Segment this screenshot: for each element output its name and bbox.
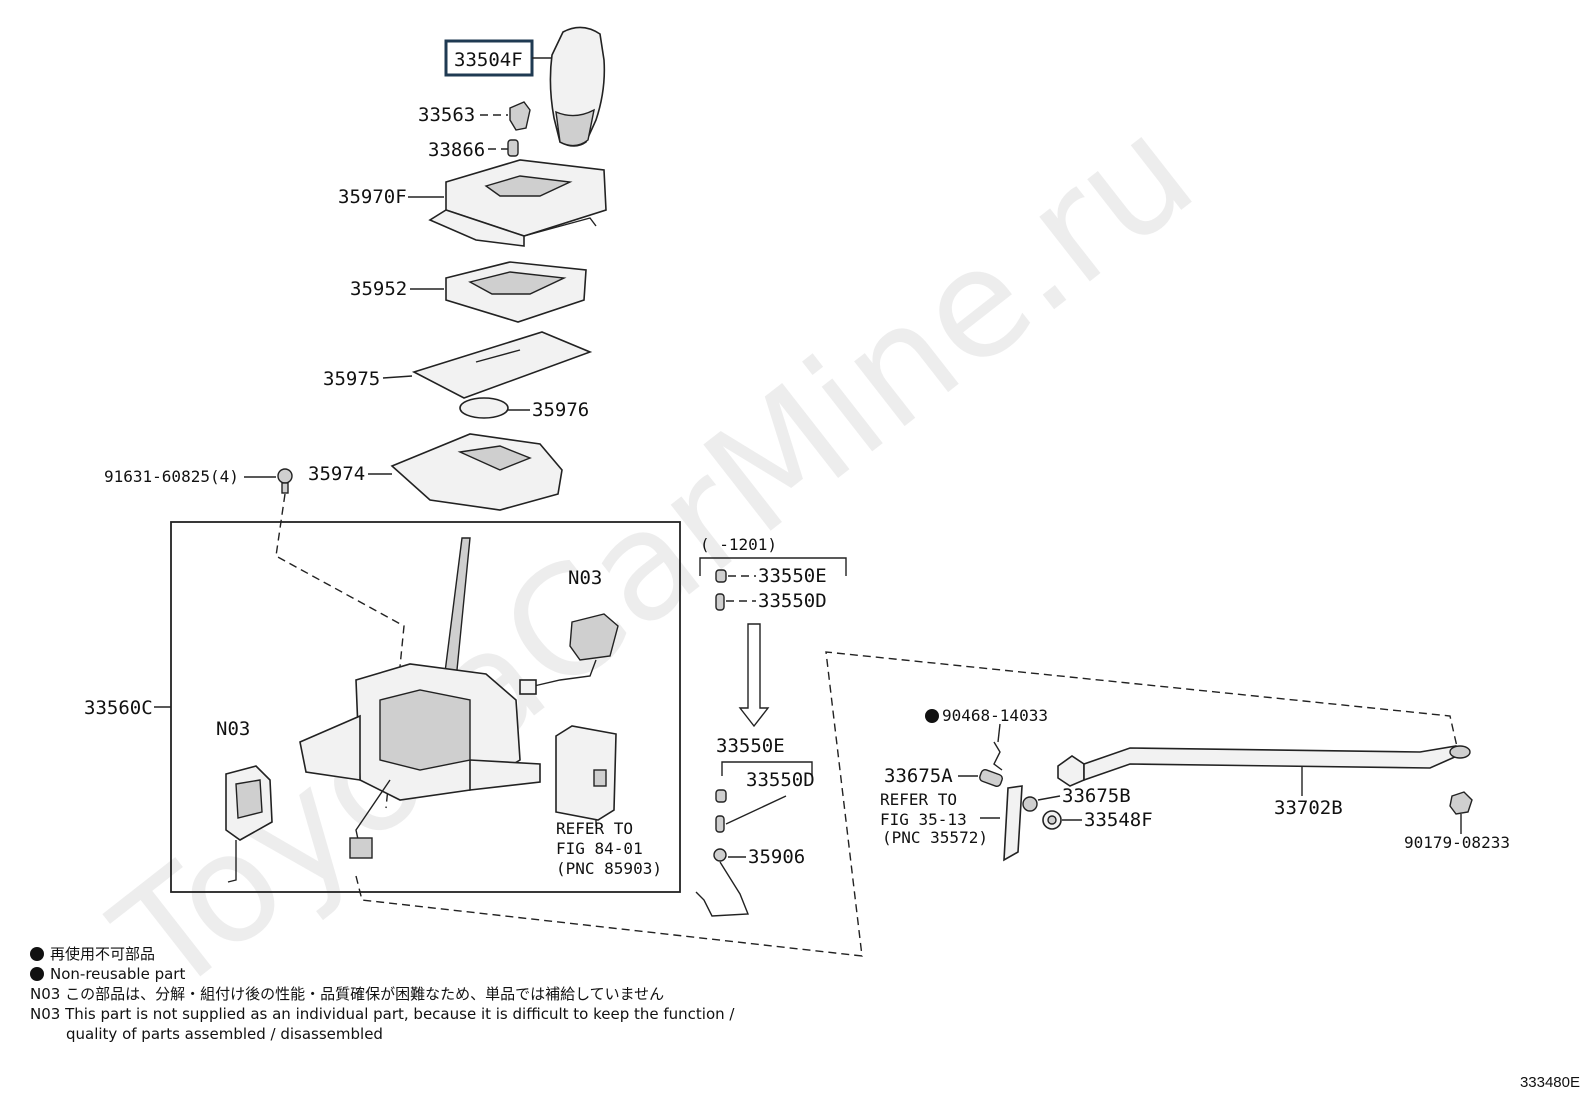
part-33675B-bushing[interactable] xyxy=(1022,796,1038,812)
note-n03-en-2: quality of parts assembled / disassemble… xyxy=(66,1025,383,1043)
lever-arm[interactable] xyxy=(1003,785,1023,862)
label-33560C[interactable]: 33560C xyxy=(84,697,153,719)
refer-35572-line2: FIG 35-13 xyxy=(880,810,967,829)
part-33548F-bushing[interactable] xyxy=(1042,810,1062,830)
note-n03-jp: N03 この部品は、分解・組付け後の性能・品質確保が困難なため、単品では補給して… xyxy=(30,985,665,1003)
part-35906-sensor[interactable] xyxy=(695,848,750,917)
label-33504F[interactable]: 33504F xyxy=(454,49,523,71)
label-33563[interactable]: 33563 xyxy=(418,104,475,126)
part-35976-disc[interactable] xyxy=(459,397,509,419)
part-33550E-top[interactable] xyxy=(715,569,727,583)
date-range: ( -1201) xyxy=(700,535,777,554)
label-33675A[interactable]: 33675A xyxy=(884,765,953,787)
label-n03-top[interactable]: N03 xyxy=(568,567,602,589)
label-33548F[interactable]: 33548F xyxy=(1084,809,1153,831)
watermark: ToyotaCarMine.ru xyxy=(84,84,1225,1028)
label-n03-left[interactable]: N03 xyxy=(216,718,250,740)
part-35952-plate[interactable] xyxy=(445,261,587,323)
label-35952[interactable]: 35952 xyxy=(350,278,407,300)
label-33550E-bottom[interactable]: 33550E xyxy=(716,735,785,757)
refer-85903-line1: REFER TO xyxy=(556,819,633,838)
nonreusable-dot-icon xyxy=(30,947,44,961)
label-33866[interactable]: 33866 xyxy=(428,139,485,161)
label-35970F[interactable]: 35970F xyxy=(338,186,407,208)
n03-switch-left[interactable] xyxy=(225,765,273,883)
note-nonreusable-jp: 再使用不可部品 xyxy=(30,944,850,964)
refer-85903-line2: FIG 84-01 xyxy=(556,839,643,858)
refer-85903-line3: (PNC 85903) xyxy=(556,859,662,878)
note-nonreusable-en: Non-reusable part xyxy=(30,964,850,984)
notes-block: 再使用不可部品 Non-reusable part N03 この部品は、分解・組… xyxy=(30,944,850,1044)
control-module-85903[interactable] xyxy=(555,725,617,821)
part-35974-housing[interactable] xyxy=(390,433,563,511)
refer-35572-line1: REFER TO xyxy=(880,790,957,809)
label-33702B[interactable]: 33702B xyxy=(1274,797,1343,819)
part-35970F-indicator-cover[interactable] xyxy=(428,159,607,247)
label-33550E-top[interactable]: 33550E xyxy=(758,565,827,587)
part-33675A-pin[interactable] xyxy=(979,769,1004,788)
label-90179-08233[interactable]: 90179-08233 xyxy=(1404,833,1510,852)
arrow-down xyxy=(738,623,770,728)
label-33675B[interactable]: 33675B xyxy=(1062,785,1131,807)
part-33550D-top[interactable] xyxy=(715,593,725,611)
bolt-91631-60825[interactable] xyxy=(277,468,293,494)
label-35906[interactable]: 35906 xyxy=(748,846,805,868)
label-35976[interactable]: 35976 xyxy=(532,399,589,421)
part-33702B-shift-rod[interactable] xyxy=(1057,745,1471,787)
part-33550D-bottom[interactable] xyxy=(715,815,725,833)
nonreusable-dot xyxy=(925,709,939,723)
n03-connector-top[interactable] xyxy=(519,613,619,695)
part-35975-slide-cover[interactable] xyxy=(411,331,593,399)
label-33550D-top[interactable]: 33550D xyxy=(758,590,827,612)
diagram-id: 333480E xyxy=(1519,1074,1580,1091)
refer-35572-line3: (PNC 35572) xyxy=(882,828,988,847)
part-33866-spring[interactable] xyxy=(507,139,519,157)
label-35975[interactable]: 35975 xyxy=(323,368,380,390)
label-35974[interactable]: 35974 xyxy=(308,463,365,485)
note-n03-en-1: N03 This part is not supplied as an indi… xyxy=(30,1005,735,1023)
shift-lever-assembly[interactable] xyxy=(299,537,541,859)
label-90468-14033[interactable]: 90468-14033 xyxy=(942,706,1048,725)
label-33550D-bottom[interactable]: 33550D xyxy=(746,769,815,791)
part-33563[interactable] xyxy=(509,101,531,131)
label-91631-60825[interactable]: 91631-60825(4) xyxy=(104,467,239,486)
part-90468-clip[interactable] xyxy=(993,741,1003,771)
nonreusable-dot-icon xyxy=(30,967,44,981)
part-33550E-bottom[interactable] xyxy=(715,789,727,803)
part-90179-nut[interactable] xyxy=(1449,791,1473,815)
shift-knob-33504F[interactable] xyxy=(549,26,606,147)
